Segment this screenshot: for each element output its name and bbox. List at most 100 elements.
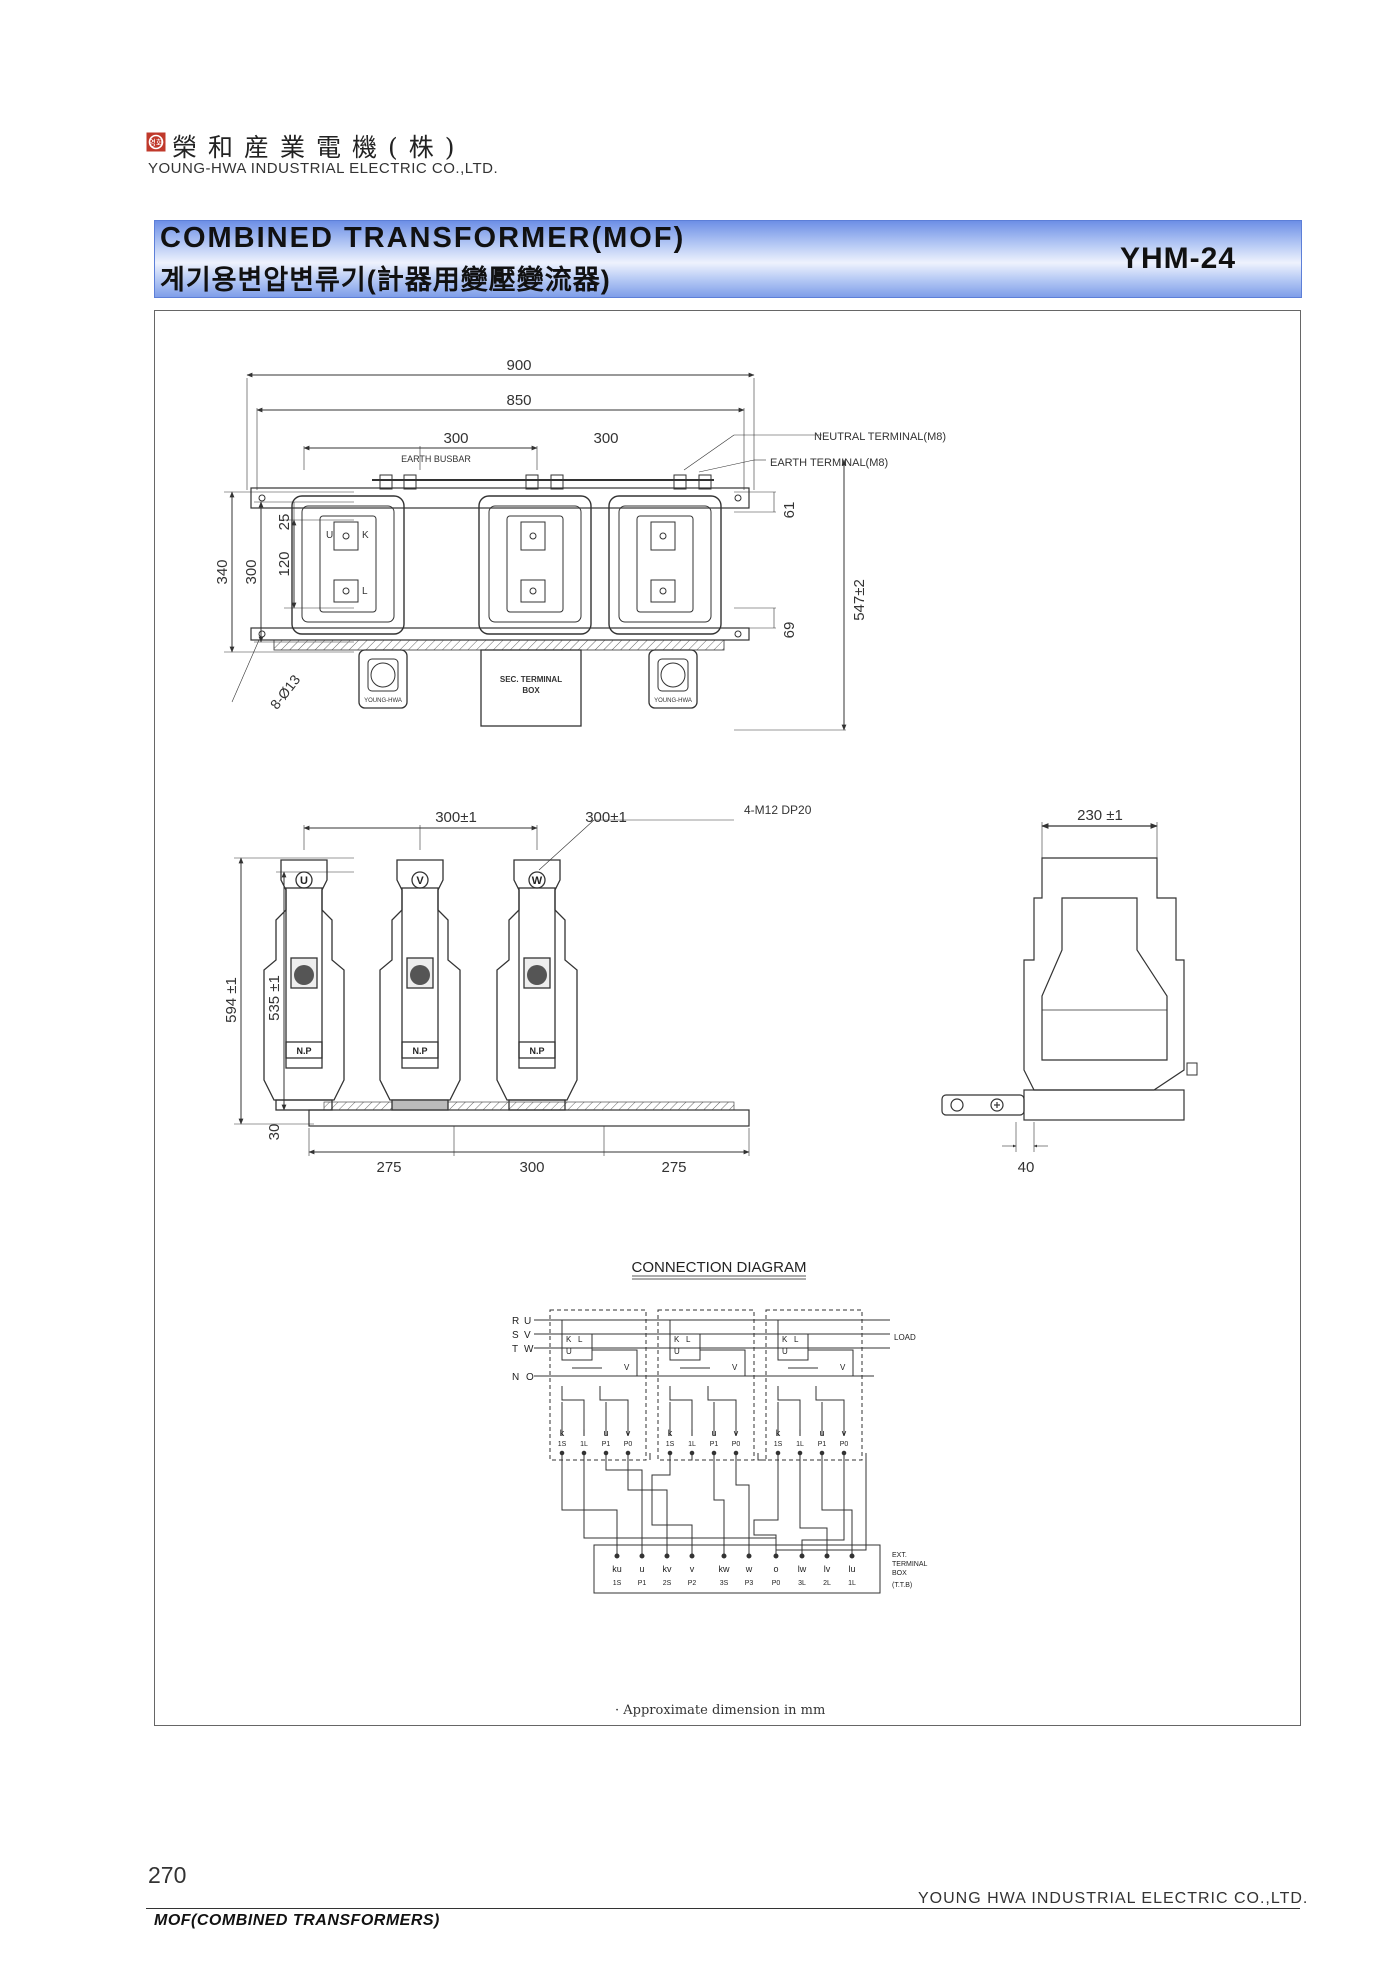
primary-winding-v xyxy=(700,1349,746,1376)
title-banner xyxy=(154,220,1302,298)
unit-terminal-code: 1S xyxy=(666,1441,675,1448)
wire xyxy=(689,1453,693,1461)
nameplate xyxy=(285,1041,323,1059)
primary-winding-v xyxy=(808,1349,854,1376)
label-brand-right: YOUNG-HWA xyxy=(654,698,692,704)
unit-top-label: K xyxy=(566,1335,572,1344)
ct-loop-a xyxy=(561,1386,585,1430)
top-unit-w xyxy=(608,495,722,635)
line-s-label: S xyxy=(512,1330,519,1341)
ext-label-2: TERMINAL xyxy=(892,1561,928,1568)
dim-300-vertical: 300 xyxy=(243,559,260,584)
phase-marker xyxy=(528,871,546,889)
unit-terminal-code: P1 xyxy=(602,1441,611,1448)
side-body xyxy=(1023,857,1185,1091)
front-unit-v: VN.P xyxy=(379,859,461,1111)
terminal-k-label: K xyxy=(362,530,369,541)
line-v-label: V xyxy=(524,1330,531,1341)
company-logo: 영화 xyxy=(146,132,166,152)
unit-terminal-code: 1S xyxy=(774,1441,783,1448)
company-name-korean: 榮和産業電機(株) xyxy=(172,133,466,162)
wire xyxy=(801,1453,845,1554)
front-unit-w: WN.P xyxy=(496,859,578,1111)
footer-section: MOF(COMBINED TRANSFORMERS) xyxy=(154,1912,440,1929)
front-view-dimension-texts: 300±1 300±1 4-M12 DP20 594 ±1 535 ±1 30 … xyxy=(223,803,812,1176)
line-n-label: N xyxy=(512,1372,519,1383)
wire xyxy=(627,1453,668,1554)
nameplate xyxy=(401,1041,439,1059)
wire xyxy=(753,1453,779,1554)
ct-loop-b xyxy=(815,1386,845,1430)
ext-terminal-code: P3 xyxy=(745,1580,754,1587)
dim-30: 30 xyxy=(266,1124,283,1141)
ct-loop-b xyxy=(599,1386,629,1430)
top-view: U K L xyxy=(224,372,847,731)
ext-terminal-label: lw xyxy=(798,1564,807,1574)
dim-340: 340 xyxy=(214,559,231,584)
ext-terminal-label: lv xyxy=(824,1564,831,1574)
dim-25: 25 xyxy=(276,514,293,531)
line-r-label: R xyxy=(512,1316,519,1327)
dim-120: 120 xyxy=(276,551,293,576)
label-sec-box: BOX xyxy=(522,686,540,695)
load-label: LOAD xyxy=(894,1333,916,1342)
label-earth-busbar: EARTH BUSBAR xyxy=(401,454,471,464)
ext-terminal-label: lu xyxy=(848,1564,855,1574)
ext-terminal-code: 3L xyxy=(798,1580,806,1587)
nameplate-label: N.P xyxy=(296,1046,311,1056)
ext-terminal-label: v xyxy=(690,1564,695,1574)
terminal-l-label: L xyxy=(362,586,368,597)
unit-top-label: V xyxy=(624,1363,630,1372)
ext-terminal-dot xyxy=(849,1553,855,1559)
ct-loop-b xyxy=(707,1386,737,1430)
phase-marker xyxy=(411,871,429,889)
unit-terminal-code: P1 xyxy=(818,1441,827,1448)
wire xyxy=(799,1453,828,1554)
unit-top-label: U xyxy=(566,1347,572,1356)
unit-terminal-code: P0 xyxy=(840,1441,849,1448)
ext-terminal-dot xyxy=(664,1553,670,1559)
unit-terminal-code: P1 xyxy=(710,1441,719,1448)
dim-300-bottom: 300 xyxy=(519,1159,544,1176)
ext-label-3: BOX xyxy=(892,1570,907,1577)
ext-terminal-dot xyxy=(689,1553,695,1559)
ct-loop-a xyxy=(777,1386,801,1430)
dim-535: 535 ±1 xyxy=(266,975,283,1021)
ext-terminal-code: 1L xyxy=(848,1580,856,1587)
side-view-dimension-texts: 230 ±1 40 xyxy=(1018,807,1123,1176)
ext-terminal-code: P1 xyxy=(638,1580,647,1587)
footer-company: YOUNG HWA INDUSTRIAL ELECTRIC CO.,LTD. xyxy=(918,1890,1309,1907)
dim-40: 40 xyxy=(1018,1159,1035,1176)
page-number: 270 xyxy=(148,1862,187,1888)
dim-bolt: 4-M12 DP20 xyxy=(744,803,812,817)
unit-terminal-label: k xyxy=(668,1428,673,1438)
line-w-label: W xyxy=(524,1344,534,1355)
ext-terminal-dot xyxy=(824,1553,830,1559)
primary-winding-k xyxy=(669,1320,701,1361)
dim-547: 547±2 xyxy=(851,579,868,621)
ext-terminal-label: o xyxy=(773,1564,778,1574)
wire xyxy=(605,1453,643,1554)
ext-terminal-label: w xyxy=(745,1564,753,1574)
sec-box-right xyxy=(648,649,698,709)
label-brand-left: YOUNG-HWA xyxy=(364,698,402,704)
side-view xyxy=(941,822,1198,1152)
unit-terminal-label: l xyxy=(691,1428,693,1438)
unit-footing xyxy=(508,1099,566,1111)
unit-terminal-label: k xyxy=(560,1428,565,1438)
dim-300-right: 300 xyxy=(593,430,618,447)
product-title-english: COMBINED TRANSFORMER(MOF) xyxy=(160,222,686,254)
ext-terminal-dot xyxy=(799,1553,805,1559)
wire xyxy=(583,1453,776,1539)
dim-230: 230 ±1 xyxy=(1077,807,1123,824)
ext-terminal-dot xyxy=(746,1553,752,1559)
technical-drawing: U K L xyxy=(214,357,1198,1594)
sec-terminal-box xyxy=(480,649,582,727)
top-unit-v xyxy=(478,495,592,635)
unit-dashed-outline xyxy=(657,1309,755,1461)
unit-top-label: U xyxy=(782,1347,788,1356)
unit-footing xyxy=(391,1099,449,1111)
dim-300pm1-right: 300±1 xyxy=(585,809,627,826)
